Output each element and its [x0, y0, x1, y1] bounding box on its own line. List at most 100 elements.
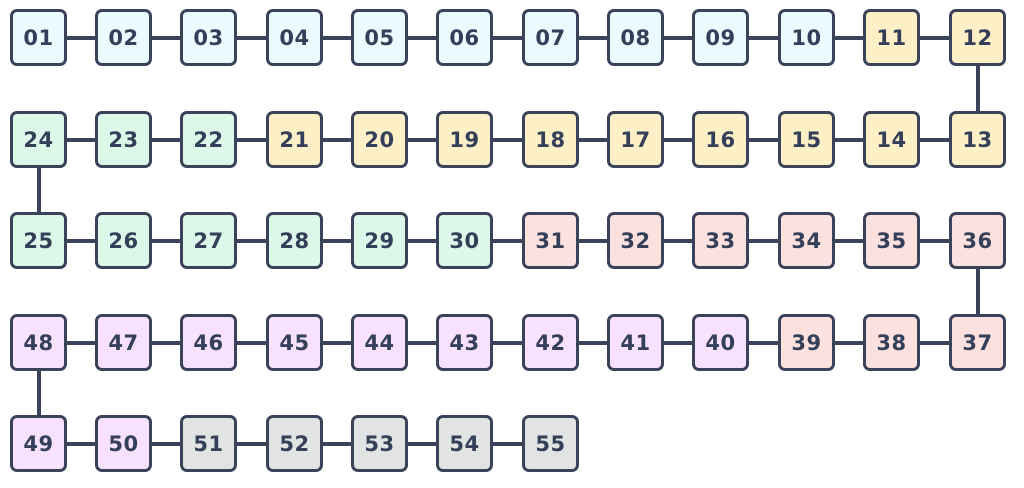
tile-47: 47 — [95, 314, 152, 371]
path-connector — [577, 137, 609, 142]
path-connector — [491, 340, 524, 345]
tile-03: 03 — [180, 9, 237, 66]
path-connector — [577, 35, 609, 40]
tile-37: 37 — [949, 314, 1006, 371]
path-connector — [406, 35, 438, 40]
tile-01: 01 — [10, 9, 67, 66]
path-connector — [150, 137, 182, 142]
path-connector — [662, 238, 694, 243]
path-connector — [65, 137, 97, 142]
path-connector — [321, 238, 353, 243]
tile-35: 35 — [863, 212, 920, 269]
tile-23: 23 — [95, 111, 152, 168]
tile-40: 40 — [692, 314, 749, 371]
path-connector — [747, 340, 780, 345]
tile-39: 39 — [778, 314, 835, 371]
path-connector — [235, 441, 268, 446]
tile-42: 42 — [522, 314, 579, 371]
path-connector — [235, 35, 268, 40]
tile-38: 38 — [863, 314, 920, 371]
path-connector — [235, 340, 268, 345]
tile-41: 41 — [607, 314, 664, 371]
tile-10: 10 — [778, 9, 835, 66]
tile-05: 05 — [351, 9, 408, 66]
tile-13: 13 — [949, 111, 1006, 168]
tile-26: 26 — [95, 212, 152, 269]
tile-44: 44 — [351, 314, 408, 371]
tile-34: 34 — [778, 212, 835, 269]
tile-53: 53 — [351, 415, 408, 472]
path-connector — [65, 238, 97, 243]
path-connector — [235, 238, 268, 243]
path-connector — [65, 35, 97, 40]
tile-14: 14 — [863, 111, 920, 168]
tile-07: 07 — [522, 9, 579, 66]
path-connector — [918, 238, 951, 243]
tile-29: 29 — [351, 212, 408, 269]
path-connector — [150, 238, 182, 243]
tile-25: 25 — [10, 212, 67, 269]
path-connector — [833, 238, 865, 243]
tile-08: 08 — [607, 9, 664, 66]
path-connector — [491, 35, 524, 40]
path-connector — [918, 137, 951, 142]
path-turn-connector — [975, 267, 980, 316]
path-connector — [833, 340, 865, 345]
path-connector — [577, 238, 609, 243]
tile-28: 28 — [266, 212, 323, 269]
path-turn-connector — [36, 166, 41, 214]
tile-17: 17 — [607, 111, 664, 168]
path-connector — [833, 137, 865, 142]
path-connector — [150, 35, 182, 40]
tile-04: 04 — [266, 9, 323, 66]
path-connector — [406, 137, 438, 142]
path-connector — [491, 137, 524, 142]
tile-55: 55 — [522, 415, 579, 472]
path-connector — [65, 340, 97, 345]
path-connector — [65, 441, 97, 446]
tile-49: 49 — [10, 415, 67, 472]
tile-31: 31 — [522, 212, 579, 269]
tile-24: 24 — [10, 111, 67, 168]
tile-48: 48 — [10, 314, 67, 371]
path-connector — [321, 137, 353, 142]
path-connector — [662, 137, 694, 142]
path-connector — [747, 35, 780, 40]
tile-52: 52 — [266, 415, 323, 472]
tile-30: 30 — [436, 212, 493, 269]
tile-45: 45 — [266, 314, 323, 371]
tile-16: 16 — [692, 111, 749, 168]
tile-18: 18 — [522, 111, 579, 168]
path-connector — [321, 441, 353, 446]
path-connector — [577, 340, 609, 345]
path-connector — [918, 35, 951, 40]
path-connector — [235, 137, 268, 142]
path-connector — [321, 35, 353, 40]
path-turn-connector — [975, 64, 980, 113]
path-connector — [406, 441, 438, 446]
tile-21: 21 — [266, 111, 323, 168]
path-connector — [150, 340, 182, 345]
tile-15: 15 — [778, 111, 835, 168]
tile-50: 50 — [95, 415, 152, 472]
tile-19: 19 — [436, 111, 493, 168]
tile-27: 27 — [180, 212, 237, 269]
path-connector — [406, 238, 438, 243]
tile-20: 20 — [351, 111, 408, 168]
tile-12: 12 — [949, 9, 1006, 66]
tile-43: 43 — [436, 314, 493, 371]
path-connector — [491, 238, 524, 243]
tile-22: 22 — [180, 111, 237, 168]
tile-32: 32 — [607, 212, 664, 269]
path-connector — [150, 441, 182, 446]
tile-06: 06 — [436, 9, 493, 66]
path-connector — [747, 137, 780, 142]
path-connector — [662, 340, 694, 345]
tile-02: 02 — [95, 9, 152, 66]
path-connector — [491, 441, 524, 446]
tile-46: 46 — [180, 314, 237, 371]
path-turn-connector — [36, 369, 41, 417]
path-connector — [406, 340, 438, 345]
path-connector — [833, 35, 865, 40]
